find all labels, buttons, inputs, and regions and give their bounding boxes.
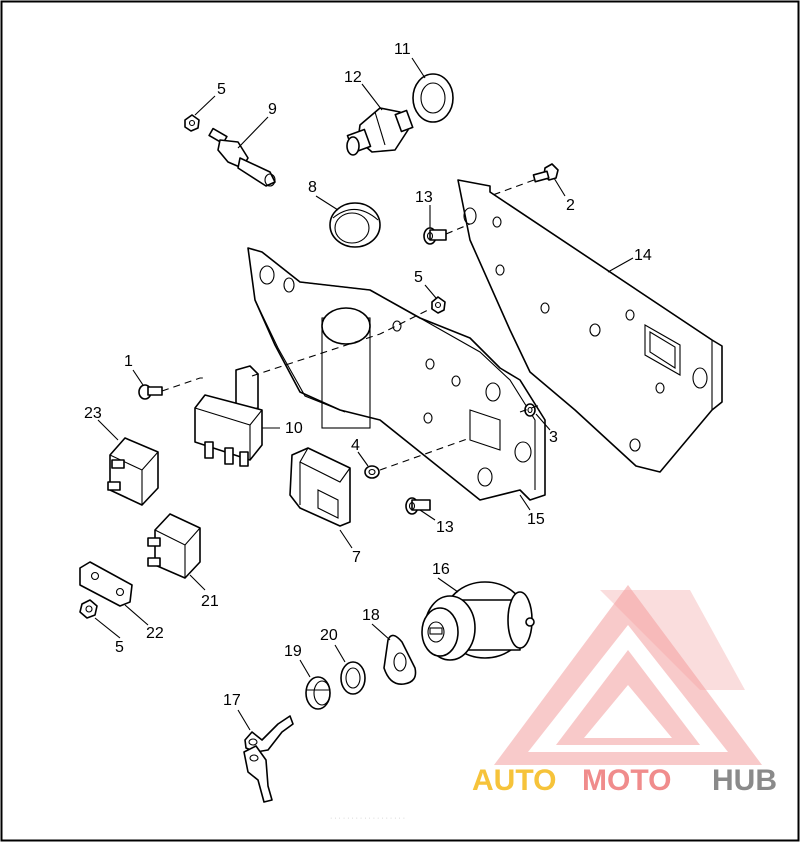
plate-washer-18	[383, 634, 417, 685]
callout-22: 22	[146, 625, 164, 642]
fine-print: · · · · · · · · · · · · · · · · · ·	[330, 815, 405, 822]
callout-18: 18	[362, 607, 380, 624]
screw-2	[532, 163, 559, 183]
nut-5-top	[184, 114, 200, 132]
relay-10	[194, 365, 263, 467]
main-bracket-15	[247, 247, 546, 501]
callout-11: 11	[394, 41, 411, 58]
washer-20	[340, 661, 366, 695]
nut-5-lower	[79, 599, 98, 619]
strap-22	[79, 561, 133, 607]
callout-3: 3	[549, 429, 558, 446]
watermark-moto: MOTO	[582, 764, 671, 797]
callout-7: 7	[352, 549, 361, 566]
callout-16: 16	[432, 561, 450, 578]
callout-15: 15	[527, 511, 545, 528]
washer-3	[524, 403, 536, 417]
washer-4	[364, 465, 380, 479]
washer-11	[412, 73, 454, 123]
callout-14: 14	[634, 247, 652, 264]
assembly-line-screw-2	[489, 179, 535, 197]
callout-4: 4	[351, 437, 360, 454]
nut-5-mid	[431, 296, 446, 314]
watermark-logo-mark	[494, 585, 762, 765]
bracket-clip-7	[289, 447, 351, 527]
grommet-8	[329, 202, 381, 248]
callout-5-lower: 5	[115, 639, 124, 656]
mounting-plate-14	[457, 179, 723, 473]
callout-8: 8	[308, 179, 317, 196]
callout-20: 20	[320, 627, 338, 644]
callout-5-top: 5	[217, 81, 226, 98]
watermark-hub: HUB	[712, 764, 777, 797]
callout-23: 23	[84, 405, 102, 422]
circuit-breaker-21	[147, 513, 201, 579]
callout-13-lower: 13	[436, 519, 454, 536]
pin-13-lower	[405, 497, 431, 515]
assembly-line-screw-1-b	[251, 307, 433, 377]
nut-19	[305, 676, 331, 710]
callout-19: 19	[284, 643, 302, 660]
watermark-text: AUTO MOTO HUB	[472, 764, 777, 797]
sensor-9	[208, 127, 276, 187]
ignition-switch-16	[421, 581, 535, 661]
callout-1: 1	[124, 353, 133, 370]
assembly-line-pin-13	[445, 223, 471, 235]
callout-21: 21	[201, 593, 219, 610]
assembly-line-washer-4	[379, 437, 471, 471]
callout-2: 2	[566, 197, 575, 214]
callout-10: 10	[285, 420, 303, 437]
pin-13-upper	[423, 227, 447, 245]
callout-12: 12	[344, 69, 362, 86]
assembly-line-screw-1	[161, 377, 205, 392]
screw-1	[138, 384, 163, 400]
keys-17	[243, 715, 294, 803]
switch-12	[346, 107, 414, 156]
callout-13-upper: 13	[415, 189, 433, 206]
callout-9: 9	[268, 101, 277, 118]
callout-17: 17	[223, 692, 241, 709]
circuit-breaker-23	[107, 437, 159, 506]
watermark-auto: AUTO	[472, 764, 556, 797]
callout-5-mid: 5	[414, 269, 423, 286]
assembly-line-washer-3	[519, 404, 541, 413]
